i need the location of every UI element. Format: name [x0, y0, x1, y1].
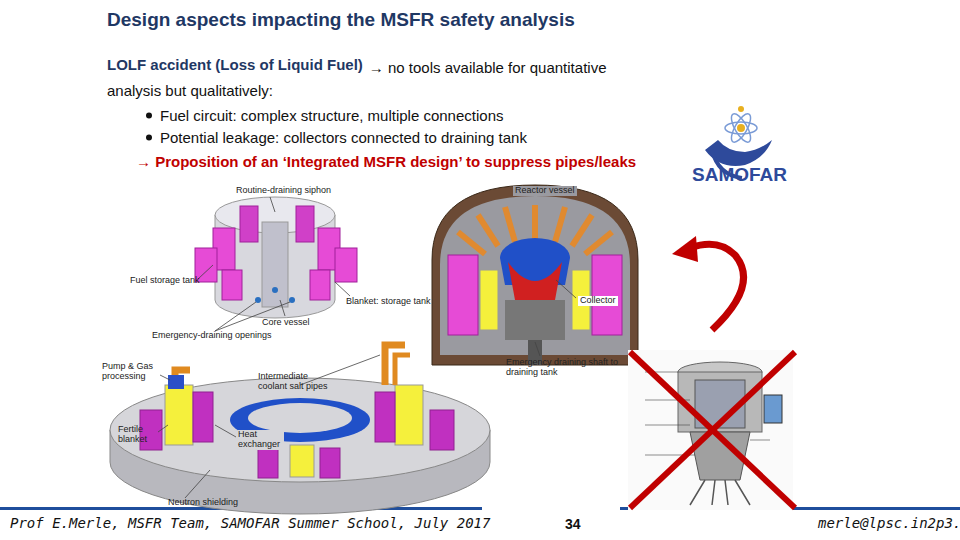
footer-email: merle@lpsc.in2p3.fr	[818, 515, 960, 531]
part-label: Routine-draining siphon	[236, 186, 331, 196]
part-label: Emergency-draining openings	[152, 331, 272, 341]
rejected-design-picture	[628, 350, 795, 510]
integrated-design-cutaway	[432, 185, 638, 365]
part-label: Heat exchanger	[238, 430, 284, 450]
bullet-text: Potential leakage: collectors connected …	[160, 129, 527, 146]
part-label: Neutron shielding	[168, 498, 238, 508]
part-label: Pump & Gas processing	[102, 362, 160, 382]
part-label: Collector	[578, 296, 618, 306]
part-label: Reactor vessel	[513, 186, 577, 196]
curved-arrow	[672, 236, 744, 330]
part-label: Core vessel	[262, 318, 310, 328]
part-label: Blanket: storage tank	[346, 297, 431, 307]
logo-text: SAMOFAR	[692, 164, 787, 186]
intro-text: → no tools available for quantitative an…	[107, 56, 647, 102]
fuel-circuit-drawing	[195, 197, 357, 331]
part-label: Fertile blanket	[118, 425, 158, 445]
part-label: Intermediate coolant salt pipes	[258, 372, 338, 392]
bullet-text: Fuel circuit: complex structure, multipl…	[160, 107, 503, 124]
bullet-dot	[146, 113, 152, 119]
accident-heading: LOLF accident (Loss of Liquid Fuel)	[107, 56, 363, 73]
part-label: Emergency draining shaft to draining tan…	[506, 358, 624, 378]
slide-title: Design aspects impacting the MSFR safety…	[107, 9, 575, 31]
page-number: 34	[565, 516, 581, 532]
bullet-dot	[146, 135, 152, 141]
reactor-layout-drawing	[110, 345, 490, 514]
conclusion-text: → Proposition of an ‘Integrated MSFR des…	[136, 153, 636, 170]
footer-author: Prof E.Merle, MSFR Team, SAMOFAR Summer …	[10, 515, 490, 531]
part-label: Fuel storage tank	[130, 276, 200, 286]
